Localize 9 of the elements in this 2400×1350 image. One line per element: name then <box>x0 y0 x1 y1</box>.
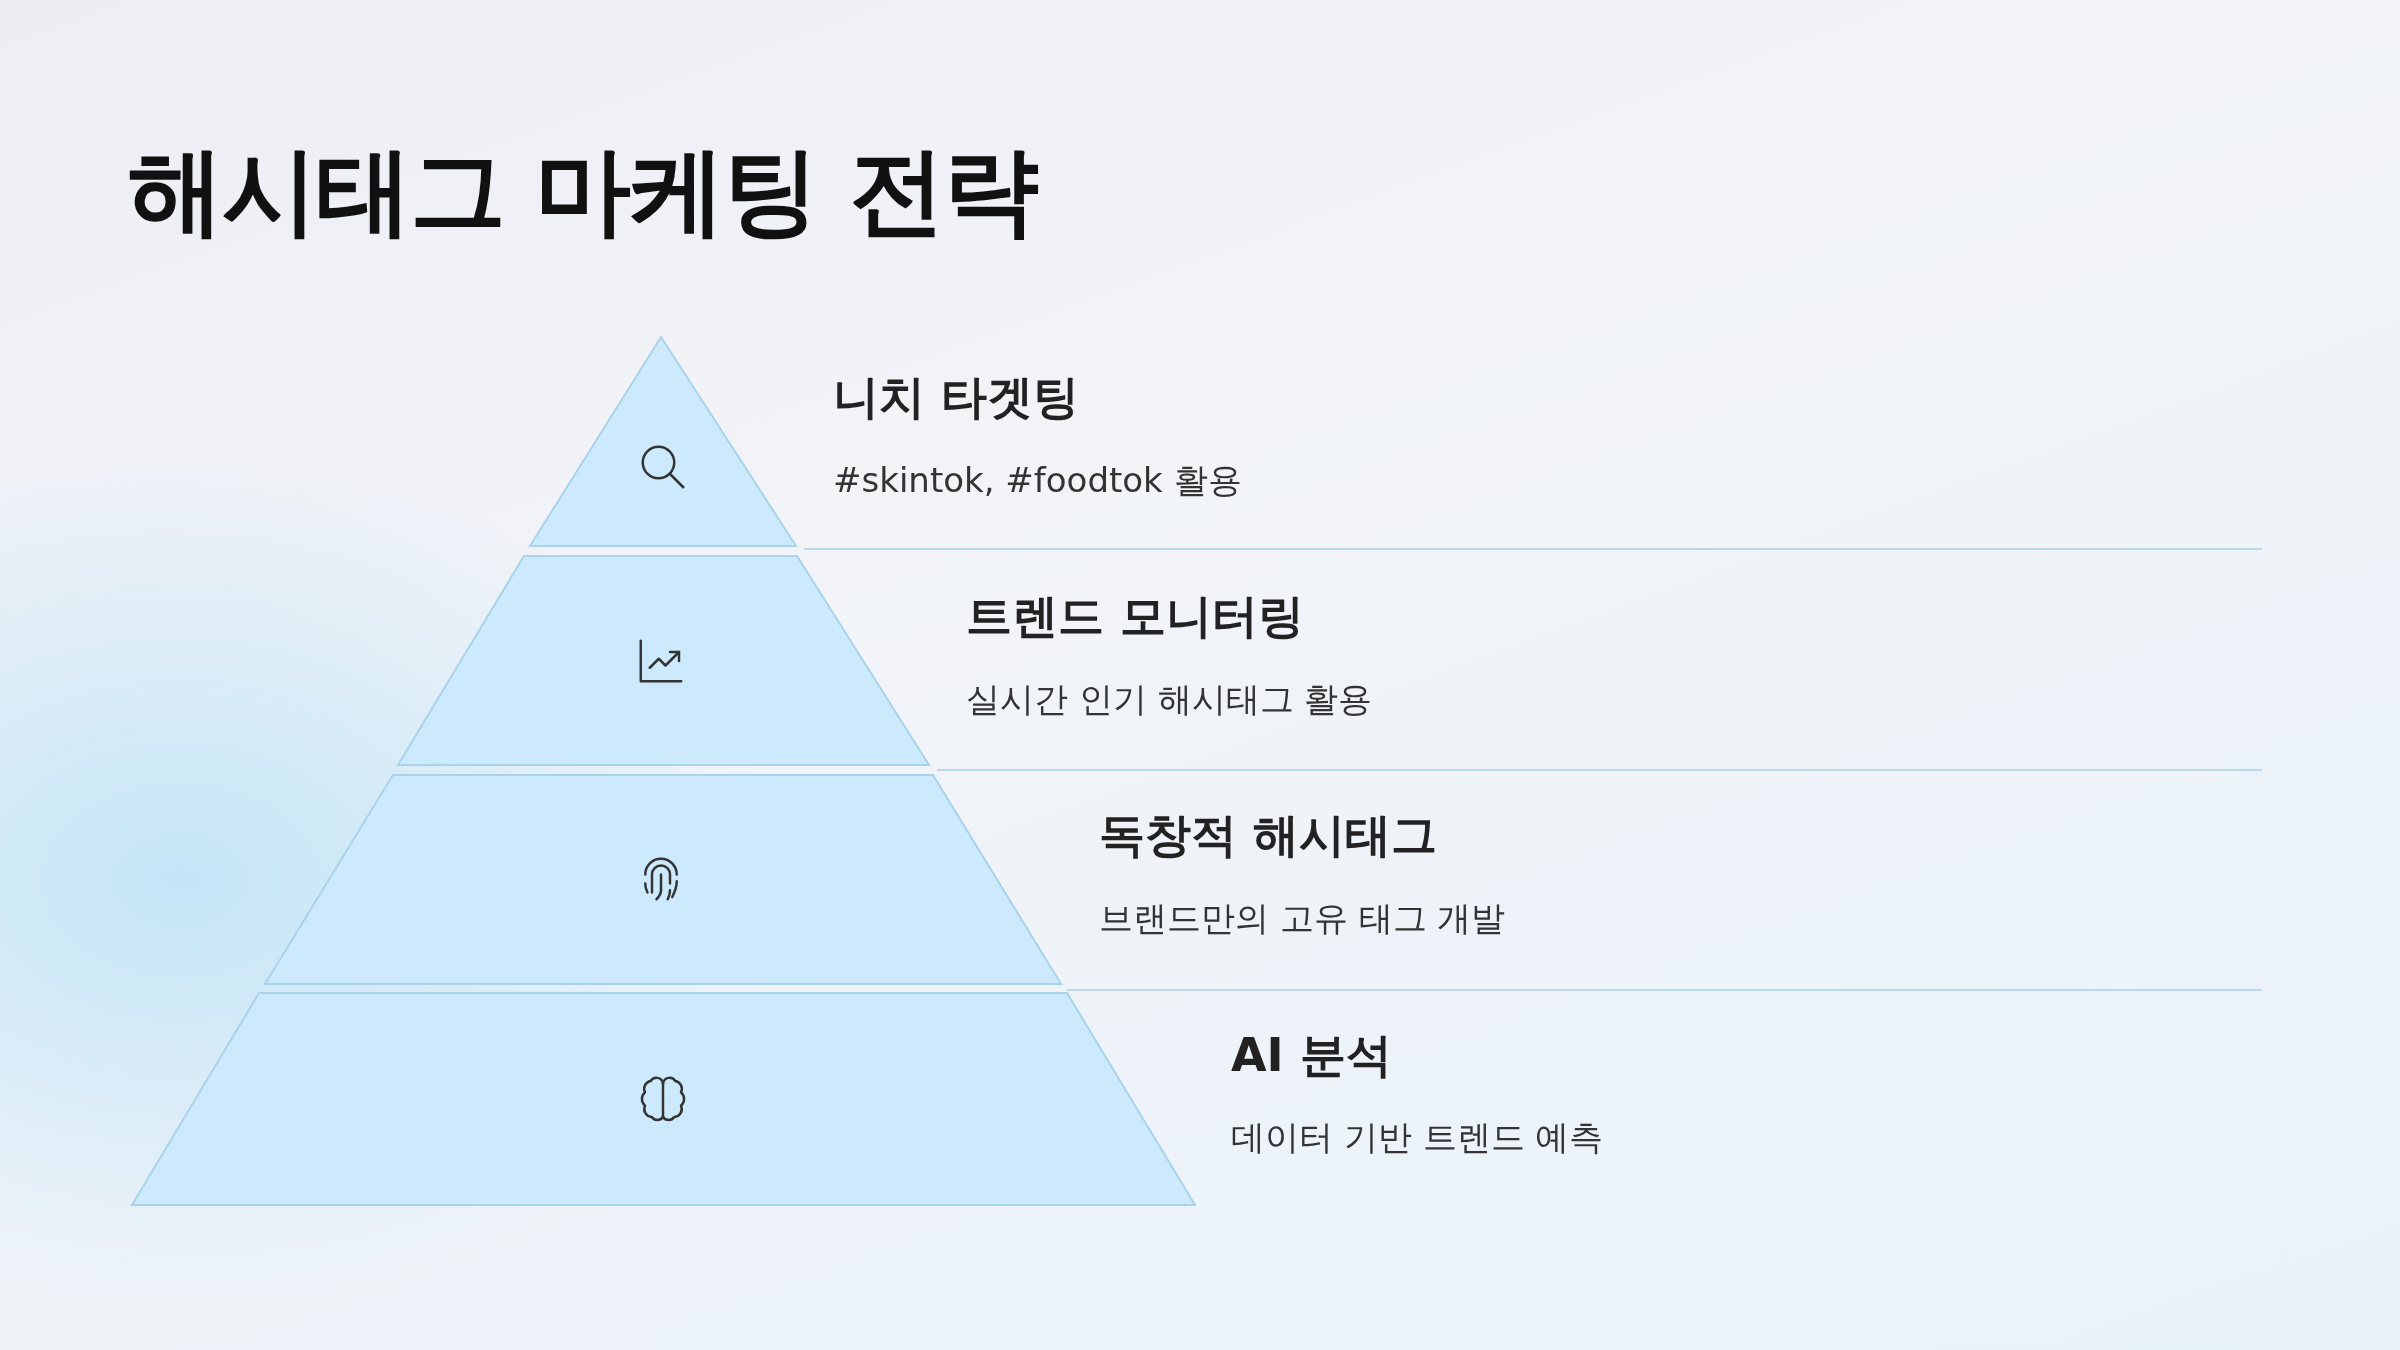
tier-heading: AI 분석 <box>1231 1027 1392 1084</box>
tier-heading: 독창적 해시태그 <box>1099 807 1437 864</box>
title: 해시태그 마케팅 전략 <box>128 134 1037 249</box>
tier-description: 브랜드만의 고유 태그 개발 <box>1099 897 1506 940</box>
tier-heading: 니치 타겟팅 <box>833 369 1079 426</box>
tier-description: 실시간 인기 해시태그 활용 <box>966 678 1373 721</box>
tier-description: 데이터 기반 트렌드 예측 <box>1231 1116 1604 1159</box>
tier-description: #skintok, #foodtok 활용 <box>833 459 1242 502</box>
tier-heading: 트렌드 모니터링 <box>966 588 1304 645</box>
